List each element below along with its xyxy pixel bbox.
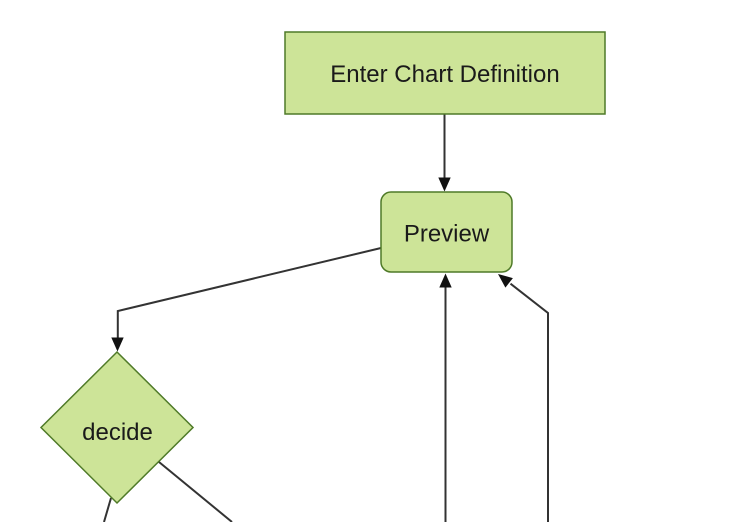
- node-preview-shape: [380, 191, 513, 273]
- arrowhead-preview-to-decide-icon: [111, 337, 124, 352]
- node-preview: Preview: [380, 191, 513, 273]
- arrowhead-return-center-icon: [439, 273, 452, 288]
- node-enter-chart-definition-shape: [284, 31, 606, 115]
- edge-decide-to-offscreen-right: [158, 461, 233, 522]
- arrowhead-return-right-icon: [498, 274, 513, 288]
- node-enter-chart-definition-label: Enter Chart Definition: [330, 61, 559, 88]
- edge-preview-to-decide: [116, 247, 382, 338]
- node-decide: decide: [39, 350, 195, 505]
- edge-return-right-to-preview: [509, 282, 549, 522]
- node-preview-label: Preview: [404, 221, 490, 248]
- edge-decide-to-offscreen-left: [103, 497, 112, 522]
- arrowhead-enter-to-preview-icon: [438, 177, 451, 192]
- node-decide-shape: [39, 350, 195, 505]
- node-decide-label: decide: [82, 419, 153, 446]
- node-enter-chart-definition: Enter Chart Definition: [284, 31, 606, 115]
